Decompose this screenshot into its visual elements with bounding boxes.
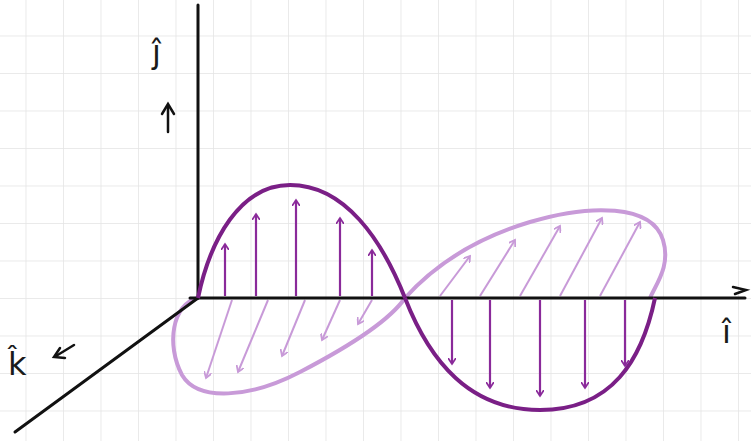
axis-label: ĵ bbox=[152, 36, 161, 68]
magnetic-field-wave bbox=[173, 210, 665, 393]
axes bbox=[15, 5, 746, 432]
electric-field-vectors bbox=[225, 200, 625, 396]
axis-label: k̂ bbox=[8, 348, 27, 380]
electric-field-wave bbox=[198, 185, 655, 410]
axis-label: î bbox=[722, 316, 731, 348]
